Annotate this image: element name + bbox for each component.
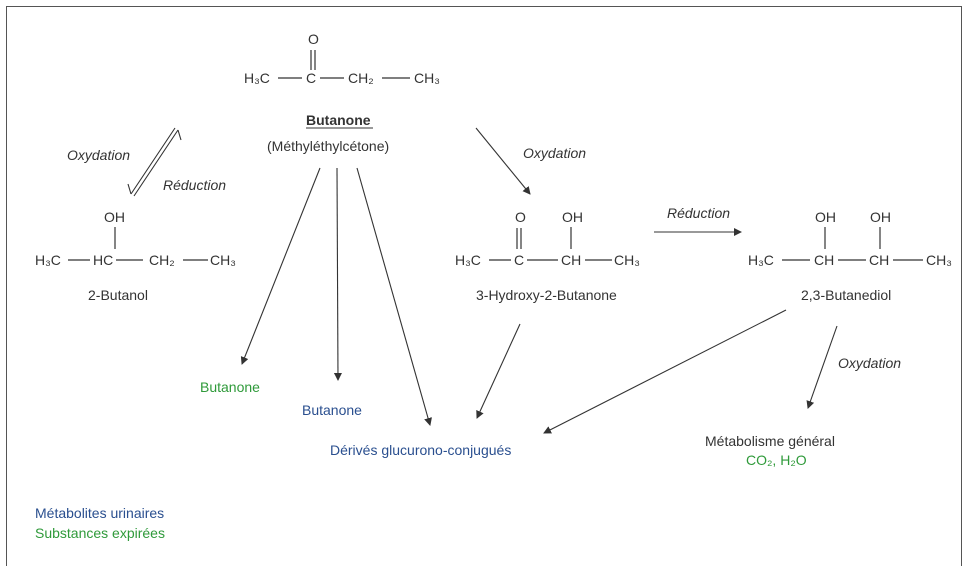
acetoin-h3c: H₃C — [455, 252, 481, 268]
butanone-h3c: H₃C — [244, 70, 270, 86]
butanediol-ch-2: CH — [869, 252, 889, 268]
butanediol-structure: OH OH H₃C CH CH CH₃ 2,3-Butanediol — [748, 209, 952, 303]
butanone-structure: H₃C C O CH₂ CH₃ Butanone (Méthyléthylcét… — [244, 31, 440, 154]
legend-expired: Substances expirées — [35, 525, 165, 541]
butanol-h3c: H₃C — [35, 252, 61, 268]
product-urinary-butanone: Butanone — [302, 402, 362, 418]
butanone-oxygen: O — [308, 31, 319, 47]
butanol-structure: OH H₃C HC CH₂ CH₃ 2-Butanol — [35, 209, 236, 303]
butanone-name: Butanone — [306, 112, 371, 128]
butanol-hc: HC — [93, 252, 113, 268]
legend-urinary: Métabolites urinaires — [35, 505, 164, 521]
equilibrium-line-reverse — [133, 129, 179, 197]
product-glucuro-conjugates: Dérivés glucurono-conjugués — [330, 442, 511, 458]
acetoin-name: 3-Hydroxy-2-Butanone — [476, 287, 617, 303]
arrow-butanediol-to-glucuro — [543, 309, 787, 434]
arrow-butanone-to-acetoin — [475, 127, 531, 195]
butanediol-oh-1: OH — [815, 209, 836, 225]
acetoin-ch: CH — [561, 252, 581, 268]
butanone-synonym: (Méthyléthylcétone) — [267, 138, 389, 154]
equilibrium-barb-forward — [127, 183, 132, 195]
equilibrium-arrows — [127, 127, 182, 197]
diagram-frame — [6, 6, 962, 566]
label-reduction-right: Réduction — [667, 205, 730, 221]
acetoin-oxygen: O — [515, 209, 526, 225]
butanol-oh: OH — [104, 209, 125, 225]
acetoin-ch3: CH₃ — [614, 252, 640, 268]
equilibrium-barb-reverse — [177, 129, 182, 141]
acetoin-c: C — [514, 252, 524, 268]
label-oxidation-left: Oxydation — [67, 147, 130, 163]
arrow-to-expired-butanone — [240, 167, 321, 365]
arrow-butanediol-to-metabolism — [806, 325, 838, 409]
butanediol-name: 2,3-Butanediol — [801, 287, 891, 303]
arrow-to-urinary-butanone — [333, 167, 342, 381]
product-general-metabolism: Métabolisme général — [705, 433, 835, 449]
arrow-to-glucuro — [356, 167, 432, 426]
arrow-acetoin-to-glucuro — [476, 323, 521, 419]
butanone-ch2: CH₂ — [348, 70, 374, 86]
equilibrium-line-forward — [130, 127, 176, 195]
butanediol-ch3: CH₃ — [926, 252, 952, 268]
acetoin-structure: O OH H₃C C CH CH₃ 3-Hydroxy-2-Butanone — [455, 209, 640, 303]
butanol-ch3: CH₃ — [210, 252, 236, 268]
product-expired-butanone: Butanone — [200, 379, 260, 395]
acetoin-oh: OH — [562, 209, 583, 225]
butanediol-oh-2: OH — [870, 209, 891, 225]
legend: Métabolites urinaires Substances expirée… — [35, 505, 165, 541]
butanone-ch3: CH₃ — [414, 70, 440, 86]
butanol-ch2: CH₂ — [149, 252, 175, 268]
butanol-name: 2-Butanol — [88, 287, 148, 303]
label-oxidation-right: Oxydation — [523, 145, 586, 161]
label-reduction-left: Réduction — [163, 177, 226, 193]
butanediol-ch-1: CH — [814, 252, 834, 268]
butanediol-h3c: H₃C — [748, 252, 774, 268]
butanone-carbonyl-c: C — [306, 70, 316, 86]
product-co2-h2o: CO₂, H₂O — [746, 452, 807, 468]
label-oxidation-bottom: Oxydation — [838, 355, 901, 371]
